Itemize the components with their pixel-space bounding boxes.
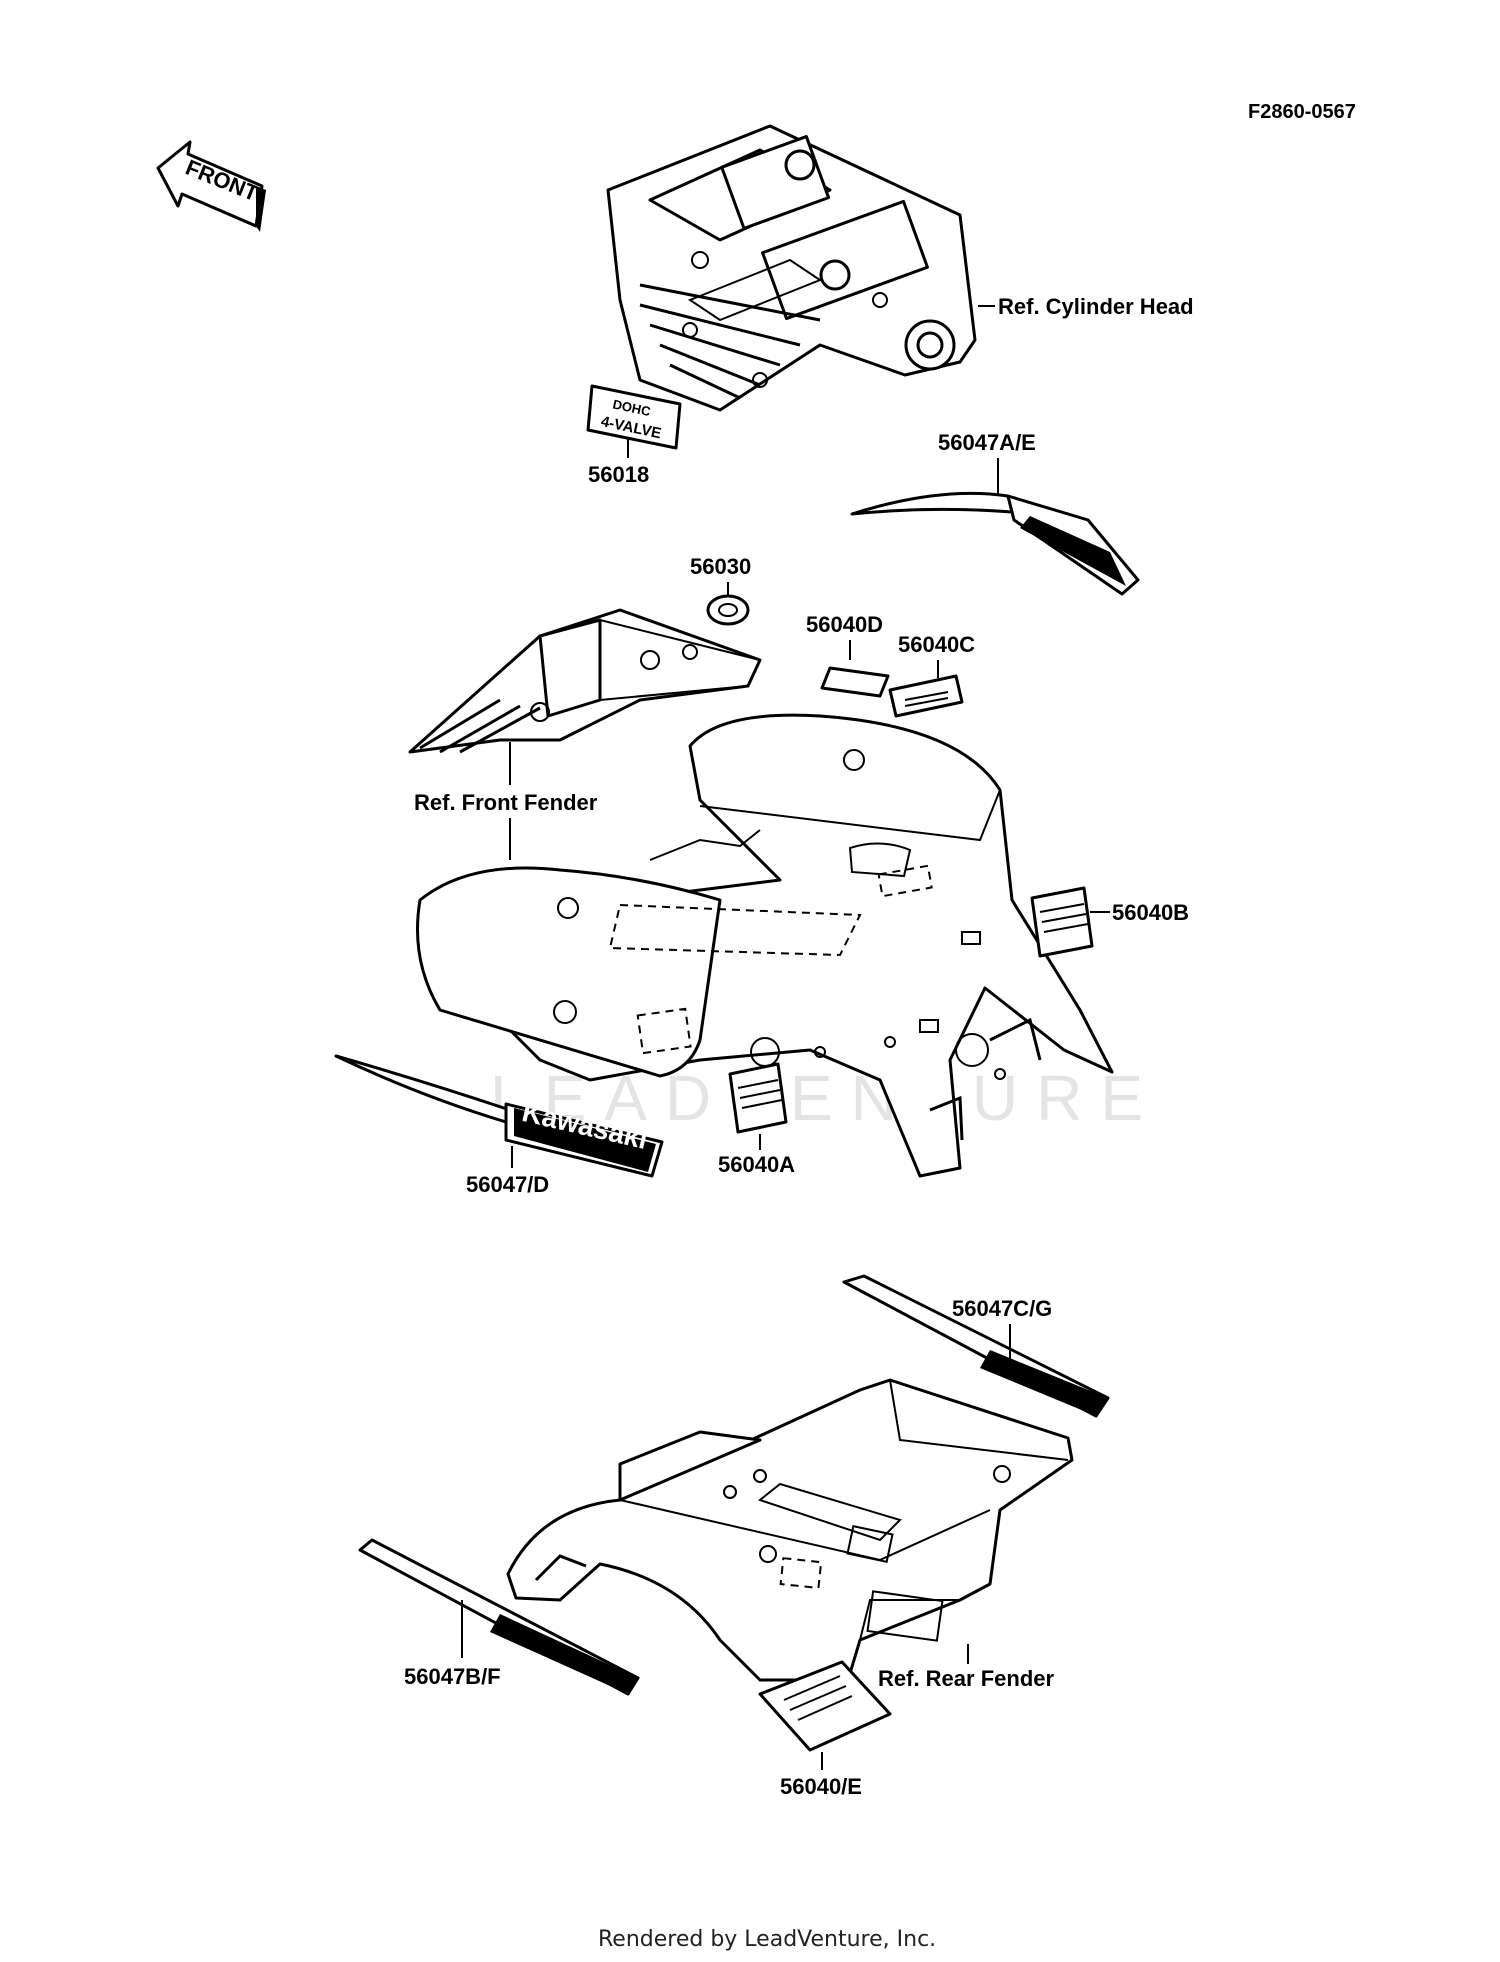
part-56040A-label: 56040A bbox=[718, 1152, 795, 1177]
valve-decal: DOHC 4-VALVE bbox=[586, 384, 682, 450]
part-56040B-label: 56040B bbox=[1112, 900, 1189, 925]
part-56040D-label: 56040D bbox=[806, 612, 883, 637]
front-rack-drawing bbox=[408, 608, 762, 754]
ref-cylinder-head-label: Ref. Cylinder Head bbox=[998, 294, 1194, 319]
rear-fender-drawing bbox=[506, 1378, 1074, 1682]
stripe-decal-56047AE bbox=[850, 491, 1140, 596]
cylinder-head-drawing bbox=[606, 124, 977, 412]
footer-credit: Rendered by LeadVenture, Inc. bbox=[598, 1927, 936, 1952]
part-56047AE-label: 56047A/E bbox=[938, 430, 1036, 455]
front-arrow-icon: FRONT bbox=[156, 140, 266, 232]
decal-56040D bbox=[820, 666, 890, 698]
decal-56040A bbox=[728, 1062, 788, 1134]
part-56040C-label: 56040C bbox=[898, 632, 975, 657]
decal-56040B bbox=[1030, 886, 1094, 958]
part-56047CG-label: 56047C/G bbox=[952, 1296, 1052, 1321]
part-56018-label: 56018 bbox=[588, 462, 649, 487]
rear-stripe-decal-56047CG bbox=[842, 1274, 1110, 1418]
front-fender-drawing bbox=[416, 713, 1114, 1178]
ref-front-fender-label: Ref. Front Fender bbox=[414, 790, 598, 815]
part-56047BF-label: 56047B/F bbox=[404, 1664, 501, 1689]
washer-icon bbox=[706, 594, 750, 626]
decal-56040E bbox=[758, 1660, 892, 1752]
part-56040E-label: 56040/E bbox=[780, 1774, 862, 1799]
ref-rear-fender-label: Ref. Rear Fender bbox=[878, 1666, 1054, 1691]
diagram-code: F2860-0567 bbox=[1248, 101, 1356, 123]
rear-stripe-decal-56047BF bbox=[358, 1538, 640, 1696]
part-56047D-label: 56047/D bbox=[466, 1172, 549, 1197]
part-56030-label: 56030 bbox=[690, 554, 751, 579]
